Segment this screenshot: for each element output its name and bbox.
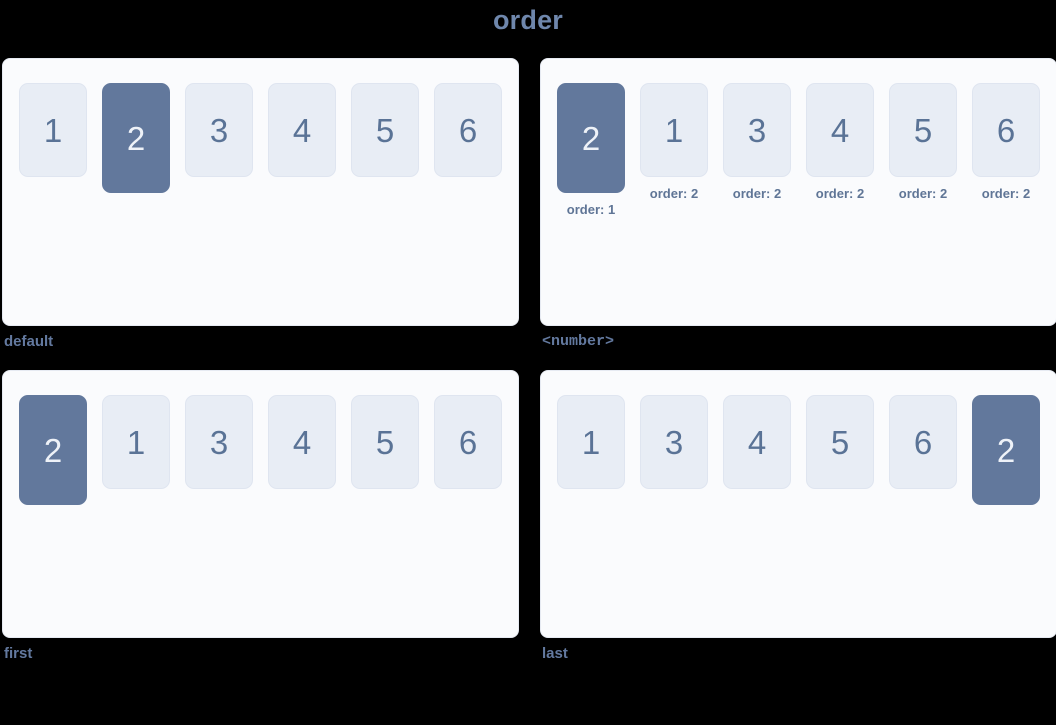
panel-label-last: last	[542, 645, 568, 662]
tile[interactable]: 6	[972, 83, 1040, 177]
tile-order-caption: order: 1	[566, 202, 616, 217]
flex-item: 5	[351, 83, 419, 177]
flex-item: 5	[351, 395, 419, 489]
flex-item: 4 order: 2	[806, 83, 874, 200]
tile[interactable]: 5	[806, 395, 874, 489]
page-title: order	[492, 5, 564, 35]
tile[interactable]: 1	[640, 83, 708, 177]
panel-label-default: default	[4, 333, 54, 350]
tile-highlighted[interactable]: 2	[972, 395, 1040, 505]
tile-order-caption: order: 2	[649, 186, 699, 201]
flex-item: 4	[268, 395, 336, 489]
tile[interactable]: 3	[640, 395, 708, 489]
flex-item: 1 order: 2	[640, 83, 708, 200]
flex-item: 1	[19, 83, 87, 177]
flex-item: 1	[557, 395, 625, 489]
flex-item: 1	[102, 395, 170, 489]
tile[interactable]: 6	[434, 83, 502, 177]
tile[interactable]: 4	[268, 395, 336, 489]
tile-order-caption: order: 2	[732, 186, 782, 201]
tile-highlighted[interactable]: 2	[19, 395, 87, 505]
tile[interactable]: 3	[723, 83, 791, 177]
flex-container: 2 order: 1 1 order: 2 3 order: 2 4 order: 2 5 ord…	[557, 83, 1040, 216]
flex-item: 6	[434, 83, 502, 177]
flex-item: 6	[434, 395, 502, 489]
flex-item: 3	[185, 395, 253, 489]
tile[interactable]: 6	[889, 395, 957, 489]
tile[interactable]: 3	[185, 83, 253, 177]
flex-item: 4	[268, 83, 336, 177]
tile[interactable]: 4	[806, 83, 874, 177]
flex-item: 6 order: 2	[972, 83, 1040, 200]
panel-number: 2 order: 1 1 order: 2 3 order: 2 4 order: 2 5 ord…	[540, 58, 1056, 326]
flex-item: 5	[806, 395, 874, 489]
tile-order-caption: order: 2	[815, 186, 865, 201]
tile-order-caption: order: 2	[898, 186, 948, 201]
demo-block-number: 2 order: 1 1 order: 2 3 order: 2 4 order: 2 5 ord…	[540, 58, 1056, 351]
panel-label-number: <number>	[542, 333, 615, 350]
flex-item: 2	[972, 395, 1040, 505]
tile[interactable]: 1	[19, 83, 87, 177]
tile-highlighted[interactable]: 2	[557, 83, 625, 193]
flex-item: 2	[19, 395, 87, 505]
flex-item: 2 order: 1	[557, 83, 625, 216]
flex-item: 3 order: 2	[723, 83, 791, 200]
tile[interactable]: 1	[102, 395, 170, 489]
tile-highlighted[interactable]: 2	[102, 83, 170, 193]
tile[interactable]: 5	[351, 83, 419, 177]
flex-item: 3	[640, 395, 708, 489]
flex-item: 2	[102, 83, 170, 193]
tile[interactable]: 6	[434, 395, 502, 489]
flex-item: 5 order: 2	[889, 83, 957, 200]
flex-item: 4	[723, 395, 791, 489]
flex-item: 6	[889, 395, 957, 489]
tile-order-caption: order: 2	[981, 186, 1031, 201]
tile[interactable]: 4	[268, 83, 336, 177]
tile[interactable]: 1	[557, 395, 625, 489]
flex-item: 3	[185, 83, 253, 177]
tile[interactable]: 5	[889, 83, 957, 177]
tile[interactable]: 3	[185, 395, 253, 489]
tile[interactable]: 4	[723, 395, 791, 489]
panel-label-first: first	[4, 645, 33, 662]
tile[interactable]: 5	[351, 395, 419, 489]
